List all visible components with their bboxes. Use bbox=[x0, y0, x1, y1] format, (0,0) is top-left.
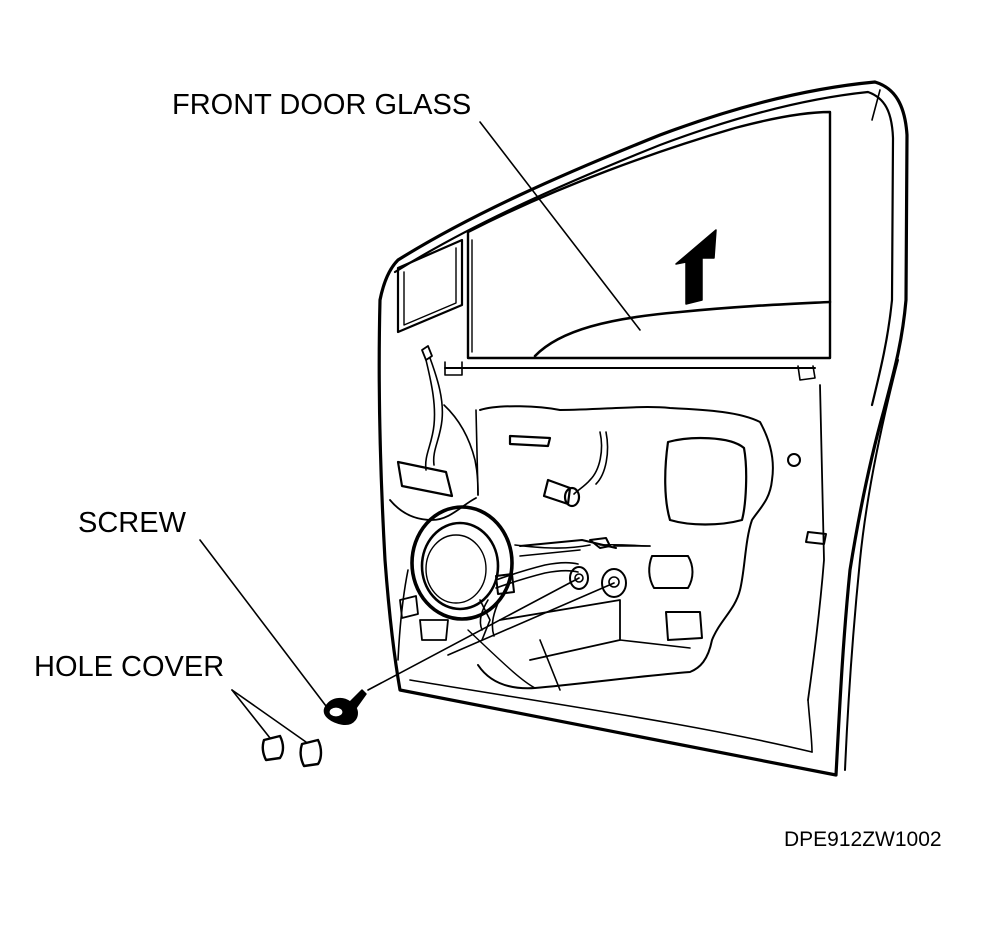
inner-panel bbox=[389, 405, 827, 691]
screw-path-line-lower bbox=[447, 582, 615, 656]
hole-cover-right-icon bbox=[299, 738, 323, 768]
wiring-harness bbox=[421, 345, 651, 637]
leader-front-door-glass bbox=[479, 121, 641, 331]
screw-icon bbox=[323, 689, 367, 725]
raise-arrow-icon bbox=[675, 229, 717, 305]
figure-code: DPE912ZW1002 bbox=[784, 828, 942, 851]
door-outline bbox=[377, 80, 909, 777]
label-hole-cover: HOLE COVER bbox=[34, 651, 224, 683]
hole-cover-left-icon bbox=[261, 734, 285, 762]
leader-screw bbox=[199, 539, 327, 707]
leader-hole-cover-left bbox=[231, 689, 271, 739]
screw-path-line-upper bbox=[367, 577, 580, 691]
leader-hole-cover-right bbox=[231, 689, 307, 743]
label-screw: SCREW bbox=[78, 507, 187, 539]
window-frame bbox=[396, 110, 832, 381]
label-front-door-glass: FRONT DOOR GLASS bbox=[172, 89, 471, 121]
